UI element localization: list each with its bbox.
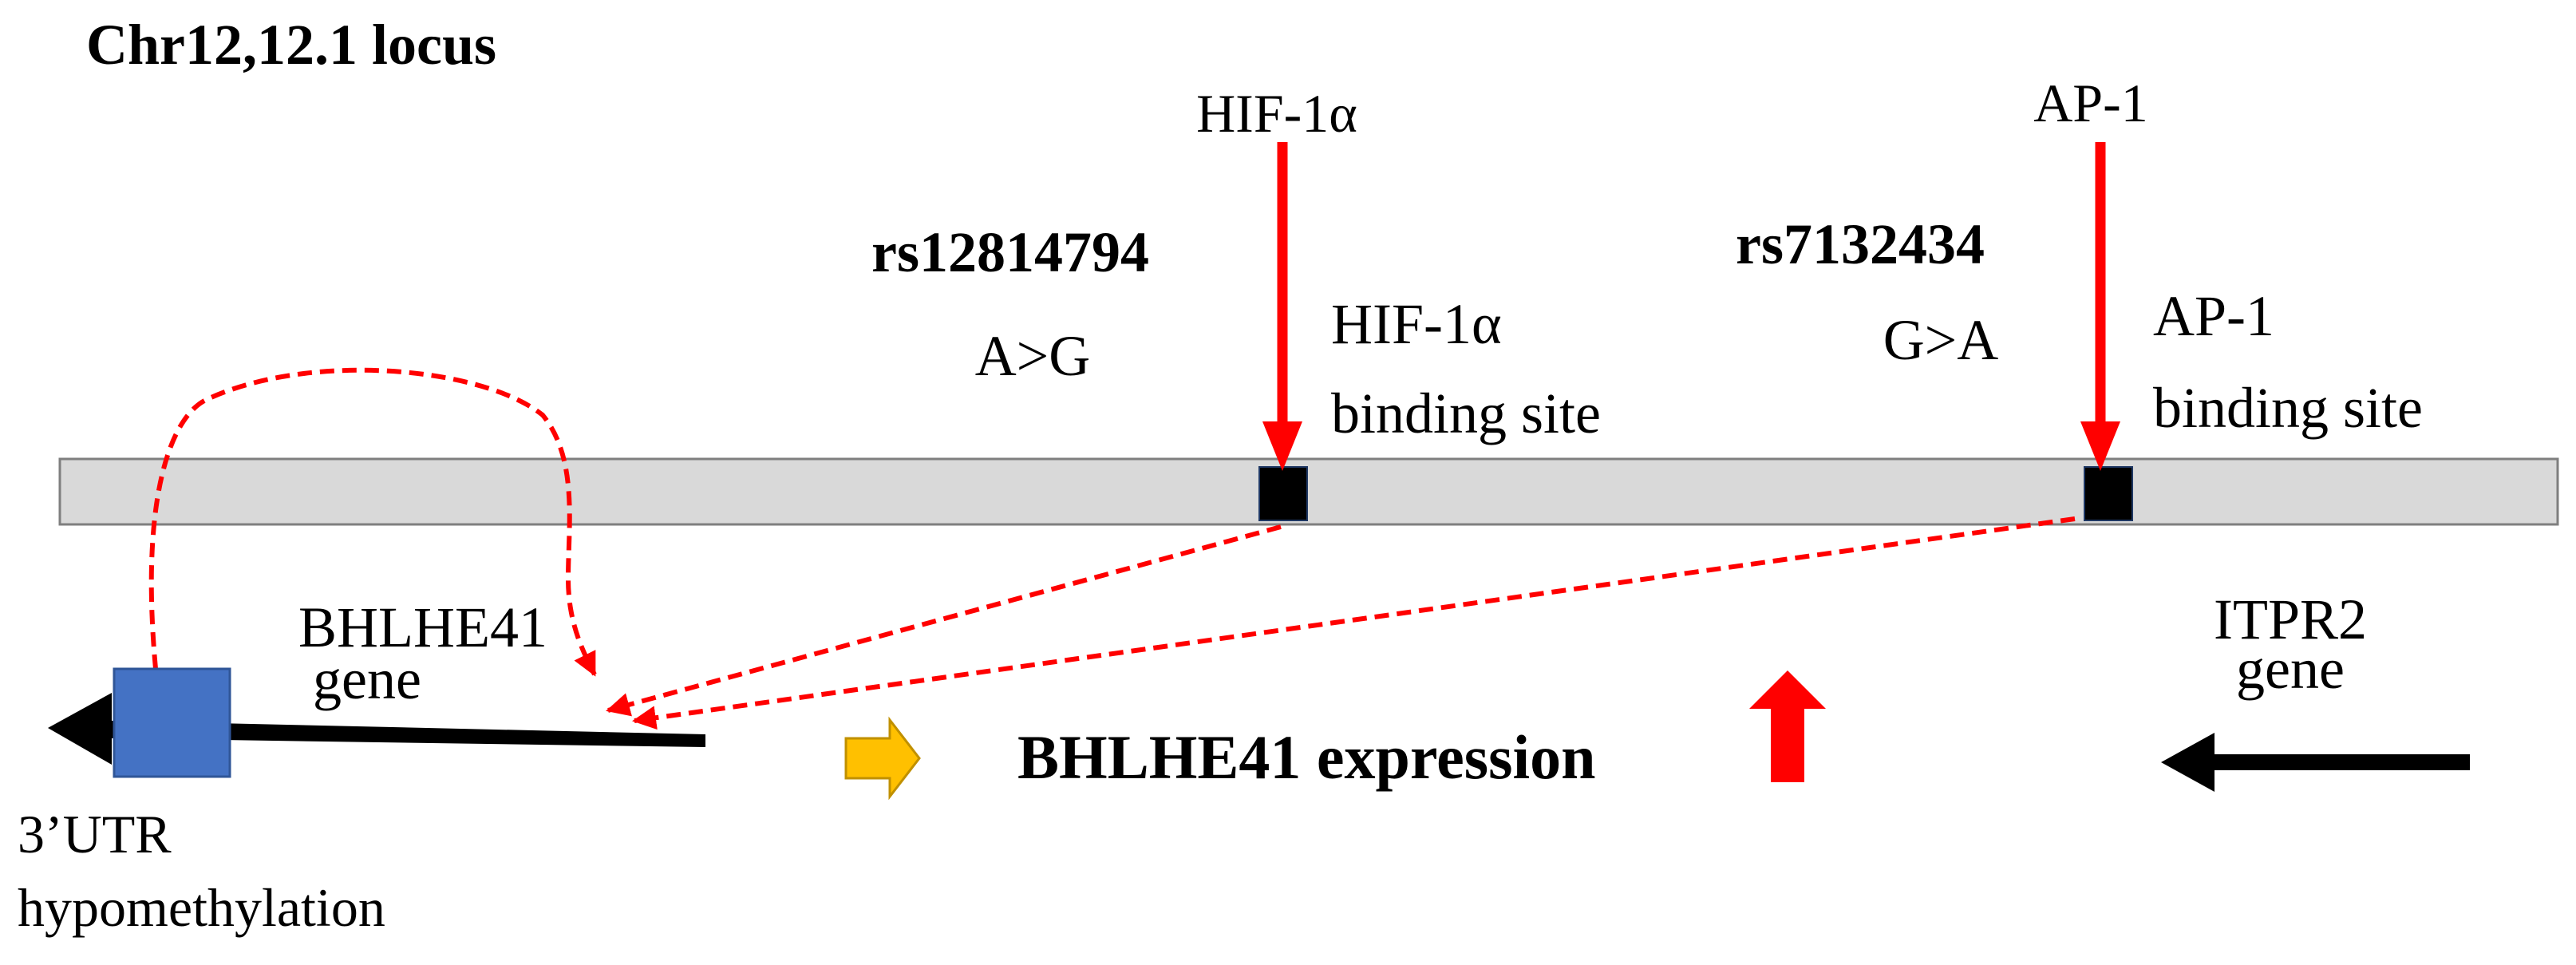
bhlhe41-gene-label-line2: gene (313, 647, 421, 711)
yellow-right-arrow (844, 716, 921, 801)
ap1-binding-site-label-line1: AP-1 (2153, 284, 2274, 348)
bhlhe41-expression-label: BHLHE41 expression (1017, 722, 1596, 792)
itpr2-gene-label-line1: ITPR2 (2214, 587, 2367, 651)
snp-rs7132434-allele: G>A (1883, 308, 1999, 372)
hif1a-binding-site-box (1258, 466, 1308, 521)
itpr2-gene-label-line2: gene (2236, 637, 2345, 701)
utr-box (113, 667, 231, 778)
hif1a-to-bhlhe41-dashed-arrow (606, 524, 1282, 717)
chromosome-bar (58, 457, 2559, 526)
hif1a-binding-arrow (1262, 142, 1302, 471)
utr-label-line1: 3’UTR (18, 804, 172, 864)
utr-loop-dashed-arrow (148, 367, 597, 677)
ap1-to-bhlhe41-dashed-arrow (632, 516, 2076, 730)
hif1a-factor-label: HIF-1α (1196, 83, 1357, 144)
snp-rs7132434-label: rs7132434 (1736, 212, 1985, 276)
hif1a-binding-site-label-line1: HIF-1α (1331, 292, 1502, 356)
bhlhe41-gene-arrow (48, 693, 705, 765)
locus-title: Chr12,12.1 locus (86, 13, 496, 77)
ap1-binding-arrow (2080, 142, 2120, 471)
itpr2-gene-arrow (2161, 733, 2470, 792)
ap1-binding-site-label-line2: binding site (2153, 376, 2423, 440)
utr-label-line2: hypomethylation (18, 877, 385, 938)
ap1-factor-label: AP-1 (2033, 73, 2148, 133)
bhlhe41-gene-label-line1: BHLHE41 (298, 595, 547, 659)
expression-up-arrow (1749, 670, 1826, 782)
ap1-binding-site-box (2084, 466, 2133, 521)
snp-rs12814794-allele: A>G (975, 324, 1091, 388)
hif1a-binding-site-label-line2: binding site (1331, 382, 1601, 445)
snp-rs12814794-label: rs12814794 (871, 220, 1149, 284)
